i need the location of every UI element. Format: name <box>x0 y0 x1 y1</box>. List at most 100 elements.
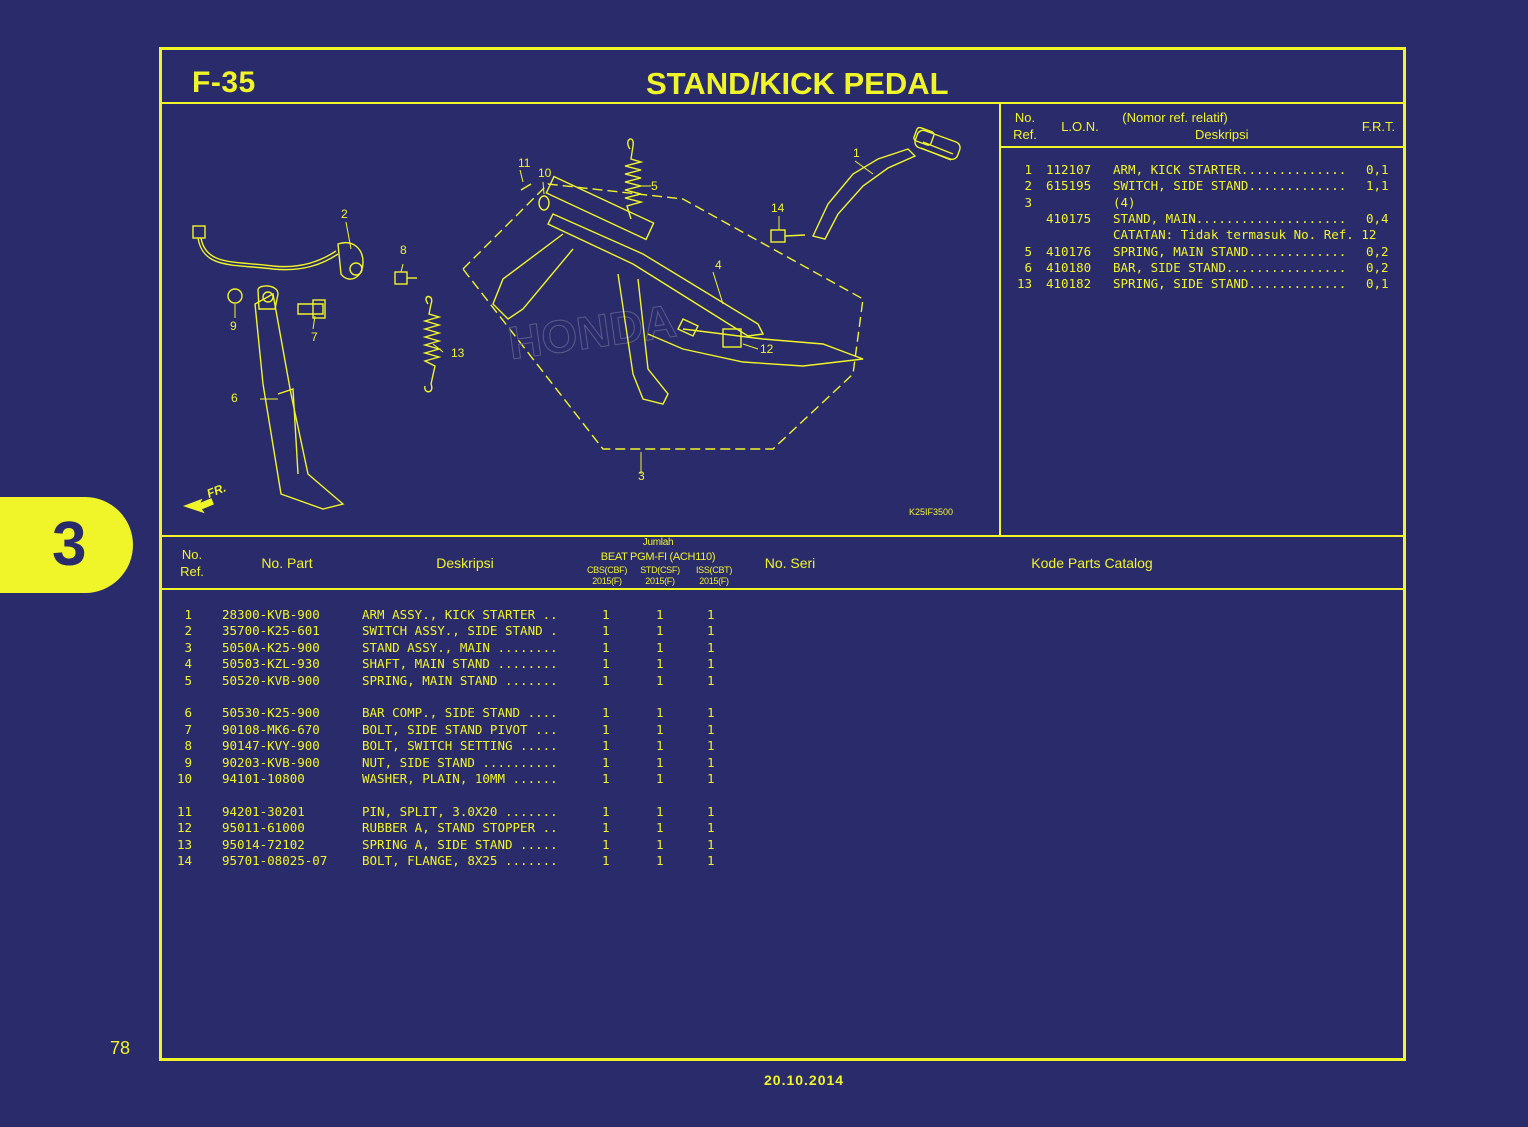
header-divider <box>162 102 1406 104</box>
callout-3: 3 <box>638 469 645 483</box>
lon-desc-header-bottom: Deskripsi <box>1195 127 1249 142</box>
catalog-header: Kode Parts Catalog <box>1031 555 1153 571</box>
part-ref: 13 <box>176 836 192 852</box>
part-number: 50503-KZL-930 <box>222 656 320 672</box>
qty-std: 1 <box>656 705 664 721</box>
lon-row: 3(4) <box>1000 195 1405 211</box>
kick-starter-arm <box>812 126 961 240</box>
qty-iss: 1 <box>707 623 715 639</box>
qty-cbs: 1 <box>602 721 610 737</box>
qty-col1-header-bottom: 2015(F) <box>592 576 622 586</box>
model-header: BEAT PGM-FI (ACH110) <box>600 551 716 563</box>
lon-code: 410175 <box>1046 210 1092 226</box>
qty-col1-header: CBS(CBF) 2015(F) <box>582 565 632 587</box>
part-ref: 7 <box>184 721 192 737</box>
lon-frt: 0,2 <box>1366 259 1389 275</box>
callout-2: 2 <box>341 207 348 221</box>
qty-iss: 1 <box>707 656 715 672</box>
print-date: 20.10.2014 <box>764 1072 845 1088</box>
part-number: 90147-KVY-900 <box>222 738 320 754</box>
part-ref: 11 <box>176 803 192 819</box>
callouts: 1 2 3 4 5 6 7 8 9 10 11 12 13 14 FR. <box>205 146 860 501</box>
part-ref: 4 <box>184 656 192 672</box>
callout-8: 8 <box>400 243 407 257</box>
callout-14: 14 <box>771 201 785 215</box>
qty-cbs: 1 <box>602 738 610 754</box>
lon-description: BAR, SIDE STAND................ <box>1113 259 1347 275</box>
part-description: STAND ASSY., MAIN ........ <box>362 639 558 655</box>
callout-5: 5 <box>651 179 658 193</box>
part-number: 94101-10800 <box>222 771 305 786</box>
front-arrow-icon <box>182 498 214 514</box>
qty-iss: 1 <box>707 836 715 852</box>
qty-cbs: 1 <box>602 623 610 639</box>
callout-13: 13 <box>451 346 465 360</box>
part-ref: 14 <box>176 853 192 868</box>
part-number: 50520-KVB-900 <box>222 672 320 688</box>
part-description: BOLT, SWITCH SETTING ..... <box>362 738 558 754</box>
figure-code: K25IF3500 <box>909 507 954 517</box>
part-description: BAR COMP., SIDE STAND .... <box>362 705 558 721</box>
callout-4: 4 <box>715 258 722 272</box>
qty-std: 1 <box>656 639 664 655</box>
callout-6: 6 <box>231 391 238 405</box>
lon-code: 410176 <box>1046 243 1092 259</box>
table-row: 4 50503-KZL-930 SHAFT, MAIN STAND ........… <box>170 656 750 672</box>
part-description: SHAFT, MAIN STAND ........ <box>362 656 558 672</box>
table-row: 11 94201-30201 PIN, SPLIT, 3.0X20 ....... 1… <box>170 804 750 820</box>
part-description: SWITCH ASSY., SIDE STAND . <box>362 623 558 639</box>
part-number: 35700-K25-601 <box>222 623 320 639</box>
lon-description: (4) <box>1113 194 1136 210</box>
lon-description: SPRING, MAIN STAND............. <box>1113 243 1347 259</box>
qty-iss: 1 <box>707 672 715 688</box>
callout-10: 10 <box>538 166 552 180</box>
svg-text:HONDA: HONDA <box>505 294 679 369</box>
diagram-divider <box>999 104 1001 535</box>
parts-ref-header-bottom: Ref. <box>180 564 204 579</box>
qty-std: 1 <box>656 754 664 770</box>
qty-iss: 1 <box>707 705 715 721</box>
qty-col3-header-bottom: 2015(F) <box>699 576 729 586</box>
qty-std: 1 <box>656 623 664 639</box>
qty-cbs: 1 <box>602 656 610 672</box>
part-number: 95014-72102 <box>222 836 305 852</box>
part-ref: 2 <box>184 623 192 639</box>
lon-row: CATATAN: Tidak termasuk No. Ref. 12 <box>1000 227 1405 243</box>
qty-cbs: 1 <box>602 820 610 836</box>
main-stand-spring <box>624 138 644 220</box>
lon-ref: 5 <box>1024 243 1032 259</box>
part-description: PIN, SPLIT, 3.0X20 ....... <box>362 803 558 819</box>
qty-std: 1 <box>656 672 664 688</box>
lon-ref-header-top: No. <box>1014 110 1036 125</box>
lon-header-divider <box>1001 146 1406 148</box>
table-top-divider <box>162 535 1406 537</box>
section-number: 3 <box>52 510 87 579</box>
callout-9: 9 <box>230 319 237 333</box>
qty-std: 1 <box>656 803 664 819</box>
part-description: SPRING, MAIN STAND ....... <box>362 672 558 688</box>
part-number: 50530-K25-900 <box>222 705 320 721</box>
qty-cbs: 1 <box>602 754 610 770</box>
qty-cbs: 1 <box>602 672 610 688</box>
lon-code: 410182 <box>1046 276 1092 292</box>
lon-frt: 1,1 <box>1366 178 1389 194</box>
parts-ref-header-top: No. <box>181 547 203 562</box>
qty-iss: 1 <box>707 820 715 836</box>
qty-cbs: 1 <box>602 853 610 868</box>
qty-cbs: 1 <box>602 771 610 786</box>
lon-ref-header: No. Ref. <box>1005 109 1045 143</box>
part-number: 94201-30201 <box>222 803 305 819</box>
main-stand-group-outline <box>462 183 864 450</box>
table-row: 2 35700-K25-601 SWITCH ASSY., SIDE STAND .… <box>170 623 750 639</box>
part-description: SPRING A, SIDE STAND ..... <box>362 836 558 852</box>
split-pin <box>520 183 532 191</box>
part-ref: 9 <box>184 754 192 770</box>
